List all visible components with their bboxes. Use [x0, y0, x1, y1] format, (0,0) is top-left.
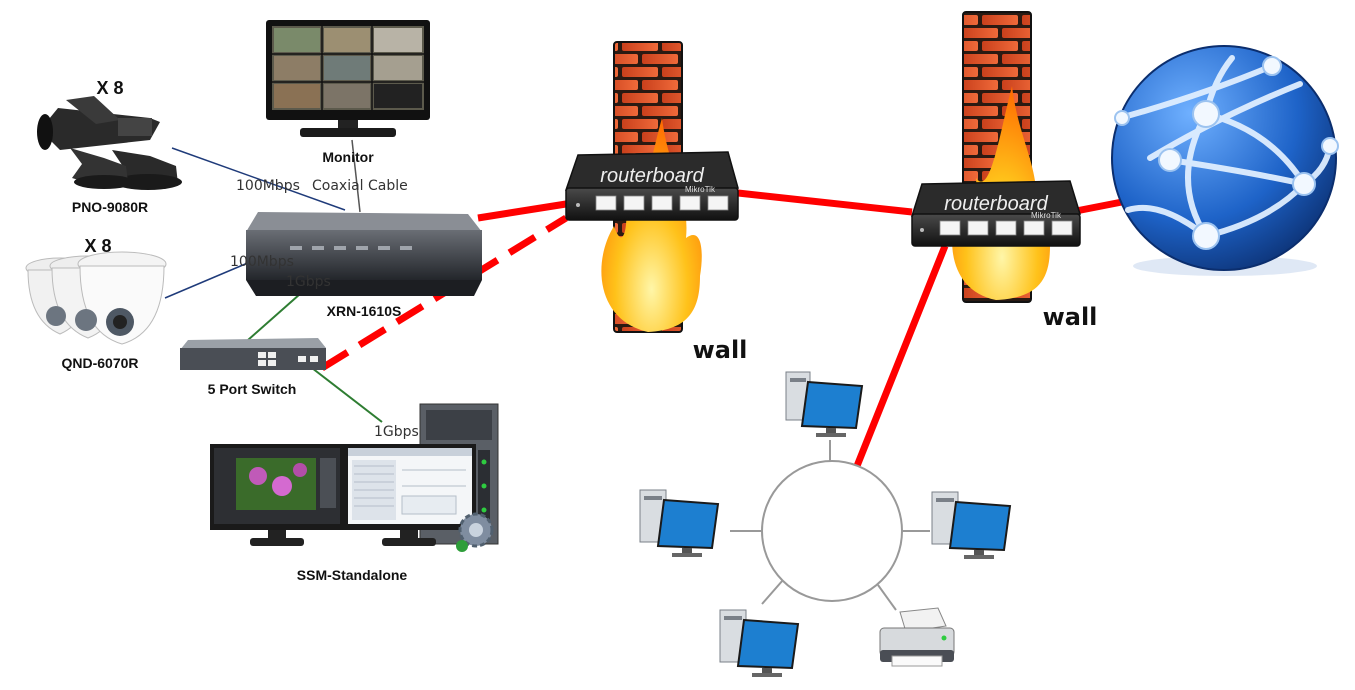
lan-computer-top	[785, 371, 864, 437]
camera-dome-model: QND-6070R	[61, 355, 138, 371]
switch-workstation-link	[311, 367, 383, 423]
monitor-cable-label: Coaxial Cable	[312, 178, 408, 194]
gear-icon	[456, 512, 494, 552]
router-icon	[564, 151, 739, 191]
dome-camera-icon	[25, 251, 167, 345]
camera-bullet-group: X 8 PNO-9080R	[37, 78, 182, 215]
switch-ws-speed-label: 1Gbps	[374, 424, 419, 440]
lan-computer-bottom	[719, 609, 800, 677]
monitor-icon	[344, 444, 476, 546]
lan-printer	[879, 607, 955, 667]
nvr-label: XRN-1610S	[327, 303, 402, 319]
printer-icon	[879, 607, 955, 667]
router-right-brand: routerboard	[944, 193, 1048, 215]
monitor-link	[351, 139, 361, 213]
router-lan-link	[849, 244, 949, 478]
camera-bullet-link	[171, 147, 346, 211]
ssm-workstation: SSM-Standalone	[210, 403, 499, 583]
desktop-computer-icon	[639, 489, 720, 557]
router-right: routerboard MikroTik	[910, 180, 1082, 247]
nvr-device: XRN-1610S	[246, 212, 482, 319]
firewall-left-label: wall	[693, 336, 748, 364]
camera-dome-count: X 8	[84, 236, 111, 256]
lan-ring	[730, 440, 930, 611]
router-router-link	[737, 189, 913, 216]
globe-icon	[1111, 45, 1337, 271]
switch-device: 5 Port Switch	[180, 338, 326, 397]
bullet-camera-icon	[37, 96, 182, 190]
nvr-switch-link	[247, 293, 301, 341]
flame-icon	[601, 118, 702, 332]
camera-dome-link	[164, 261, 251, 299]
internet-globe	[1111, 45, 1339, 276]
desktop-computer-icon	[931, 491, 1012, 559]
router-ports	[939, 220, 1073, 236]
switch-icon	[180, 348, 326, 370]
cam1-speed-label: 100Mbps	[236, 178, 300, 194]
router-internet-link	[1075, 198, 1123, 215]
router-right-sub: MikroTik	[1031, 211, 1062, 220]
camera-bullet-count: X 8	[96, 78, 123, 98]
nvr-switch-speed-label: 1Gbps	[286, 274, 331, 290]
desktop-computer-icon	[719, 609, 800, 677]
router-ports	[595, 195, 729, 211]
camera-dome-group: X 8 QND-6070R	[25, 236, 167, 371]
router-left: routerboard MikroTik	[564, 151, 739, 221]
switch-label: 5 Port Switch	[208, 381, 297, 397]
router-left-brand: routerboard	[600, 165, 704, 187]
cam2-speed-label: 100Mbps	[230, 254, 294, 270]
monitor-label: Monitor	[322, 149, 374, 165]
router-icon	[910, 180, 1082, 217]
monitor-icon	[210, 444, 344, 546]
cctv-monitor: Monitor	[266, 20, 430, 165]
lan-computer-left	[639, 489, 720, 557]
firewall-right	[952, 11, 1052, 303]
nvr-router-link	[477, 200, 567, 222]
nvr-icon	[246, 212, 482, 232]
workstation-label: SSM-Standalone	[297, 567, 408, 583]
camera-bullet-model: PNO-9080R	[72, 199, 148, 215]
lan-computer-right	[931, 491, 1012, 559]
firewall-right-label: wall	[1043, 303, 1098, 331]
router-left-sub: MikroTik	[685, 185, 716, 194]
desktop-computer-icon	[785, 371, 864, 437]
